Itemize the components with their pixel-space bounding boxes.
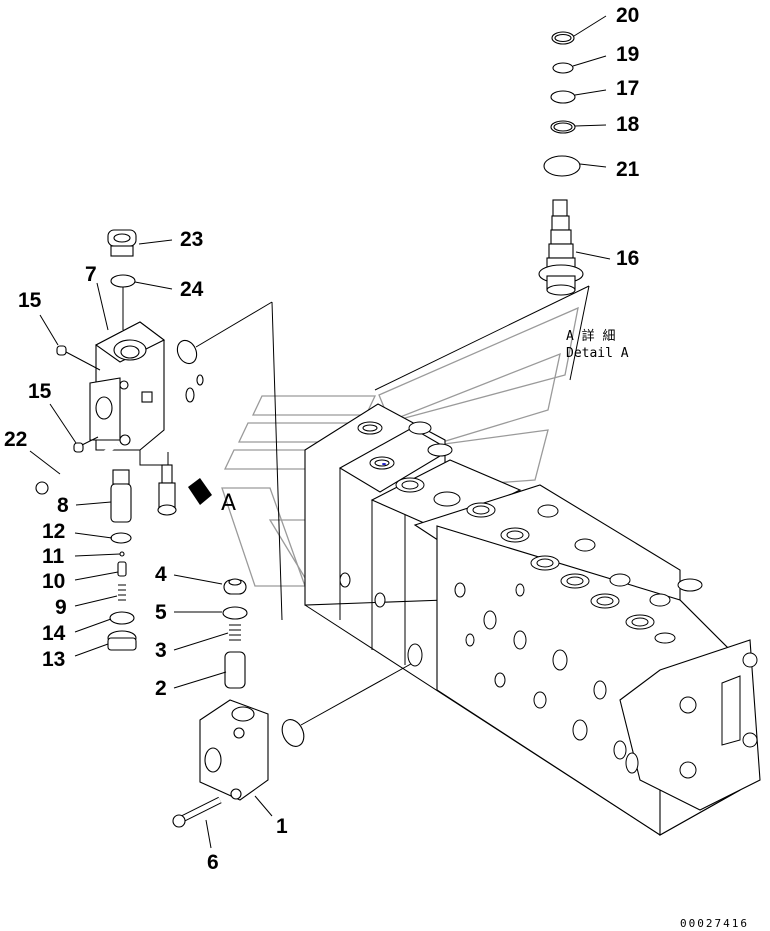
callout-11: 11 <box>42 545 65 568</box>
main-valve-block <box>304 403 761 836</box>
detail-a-stack: A 詳 細 Detail A <box>538 31 629 361</box>
callout-13: 13 <box>42 648 65 671</box>
oring-21 <box>543 155 581 177</box>
callout-23: 23 <box>180 228 203 251</box>
callout-22: 22 <box>4 428 27 451</box>
valve-cartridge-16 <box>538 199 584 296</box>
callout-16: 16 <box>616 247 639 270</box>
view-arrow-icon <box>188 478 212 505</box>
callout-7: 7 <box>85 263 97 286</box>
callout-8: 8 <box>57 494 69 517</box>
valve-body-1 <box>172 578 419 828</box>
callout-2: 2 <box>155 677 167 700</box>
callout-1: 1 <box>276 815 288 838</box>
callout-labels: 20 19 17 18 21 16 23 24 7 15 15 22 8 12 … <box>4 4 640 874</box>
view-arrow-label: A <box>221 491 236 516</box>
callout-15-lower: 15 <box>28 380 52 403</box>
callout-24: 24 <box>180 278 204 301</box>
oring-19 <box>552 62 574 74</box>
leader-lines <box>29 15 611 849</box>
callout-6: 6 <box>207 851 219 874</box>
callout-18: 18 <box>616 113 640 136</box>
callout-12: 12 <box>42 520 65 543</box>
callout-3: 3 <box>155 639 167 662</box>
callout-20: 20 <box>616 4 639 27</box>
callout-14: 14 <box>42 622 66 645</box>
detail-a-jp: A 詳 細 <box>566 328 615 344</box>
callout-10: 10 <box>42 570 65 593</box>
callout-21: 21 <box>616 158 640 181</box>
callout-5: 5 <box>155 601 167 624</box>
oring-17 <box>550 90 576 104</box>
middle-parts: A <box>107 464 236 651</box>
callout-4: 4 <box>155 563 167 586</box>
callout-9: 9 <box>55 596 67 619</box>
detail-a-en: Detail A <box>566 346 629 361</box>
document-id: 00027416 <box>680 917 749 930</box>
callout-19: 19 <box>616 43 639 66</box>
callout-17: 17 <box>616 77 639 100</box>
valve-body-7 <box>35 229 283 621</box>
callout-15-upper: 15 <box>18 289 42 312</box>
detail-a-leaders <box>374 285 590 391</box>
